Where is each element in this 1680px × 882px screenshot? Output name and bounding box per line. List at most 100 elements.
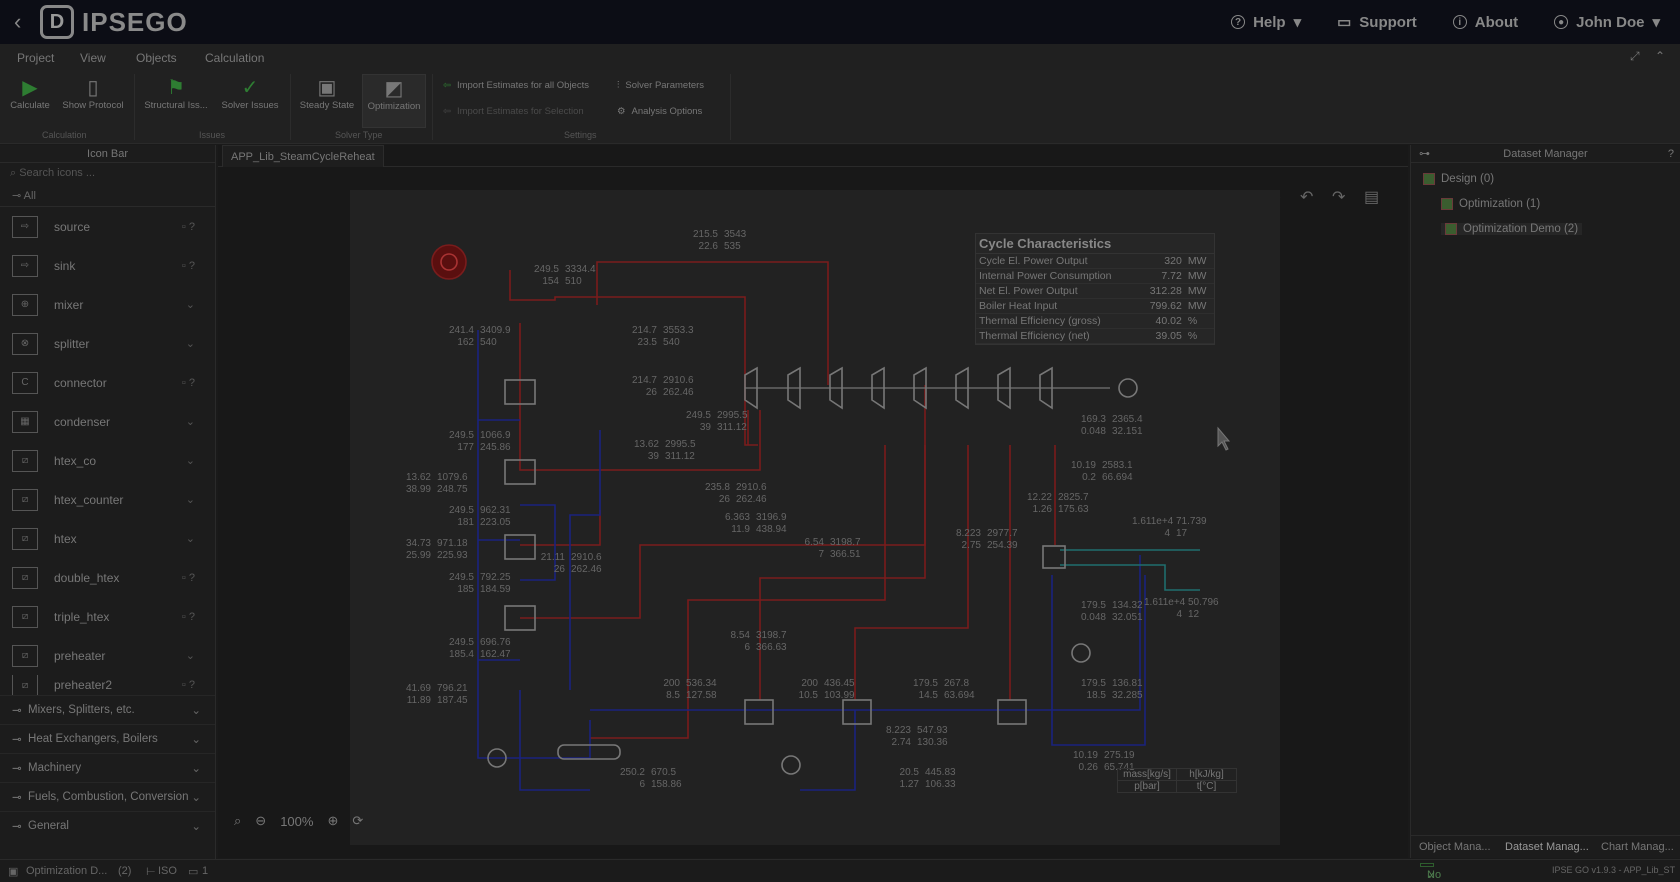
undo-icon[interactable]: ↶ — [1300, 189, 1314, 206]
stream-value: 962.31 — [480, 505, 511, 516]
zoom-in-icon[interactable]: ⊕ — [327, 813, 339, 828]
zoom-out-icon[interactable]: ⊖ — [255, 813, 267, 828]
user-icon: ● — [1554, 15, 1569, 29]
settings-icon[interactable]: ⊶ — [1419, 148, 1430, 160]
help-icon[interactable]: ▫ ? — [181, 610, 195, 623]
category-general[interactable]: ⊸ General⌄ — [0, 811, 215, 840]
status-project[interactable]: Optimization D... — [26, 865, 108, 877]
icon-item-source[interactable]: ⇨source▫ ? — [0, 207, 215, 246]
help-menu[interactable]: ?Help▾ — [1231, 13, 1301, 31]
category-machinery[interactable]: ⊸ Machinery⌄ — [0, 753, 215, 782]
chevron-down-icon: ⌄ — [191, 763, 201, 775]
icon-item-sink[interactable]: ⇨sink▫ ? — [0, 246, 215, 285]
tab-chart-manager[interactable]: Chart Manag... — [1601, 841, 1674, 853]
icon-item-preheater[interactable]: ⧄preheater⌄ — [0, 636, 215, 675]
icon-item-htex-co[interactable]: ⧄htex_co⌄ — [0, 441, 215, 480]
tree-item-optimization[interactable]: Optimization (1) — [1441, 198, 1540, 210]
chevron-down-icon[interactable]: ⌄ — [185, 494, 195, 506]
stream-value: 2.74 — [891, 737, 911, 748]
menu-objects[interactable]: Objects — [136, 51, 177, 65]
structural-issues-button[interactable]: ⚑Structural Iss... — [142, 74, 210, 128]
about-label: About — [1474, 13, 1519, 31]
pump-motor-icon — [781, 755, 801, 775]
analysis-options-label: Analysis Options — [631, 106, 703, 117]
zoom-reset-icon[interactable]: ⟳ — [352, 813, 364, 828]
chevron-down-icon[interactable]: ⌄ — [185, 455, 195, 467]
tree-item-design[interactable]: Design (0) — [1423, 173, 1494, 185]
steady-state-button[interactable]: ▣Steady State — [296, 74, 358, 128]
category-fuels[interactable]: ⊸ Fuels, Combustion, Conversion⌄ — [0, 782, 215, 811]
tab-object-manager[interactable]: Object Mana... — [1419, 841, 1491, 853]
user-menu[interactable]: ●John Doe▾ — [1554, 13, 1660, 31]
ribbon-divider — [290, 74, 291, 140]
chevron-down-icon[interactable]: ⌄ — [185, 416, 195, 428]
tab-dataset-manager[interactable]: Dataset Manag... — [1505, 841, 1589, 853]
feedwater-line — [477, 330, 591, 759]
help-icon[interactable]: ? — [1667, 148, 1674, 160]
icon-item-triple-htex[interactable]: ⧄triple_htex▫ ? — [0, 597, 215, 636]
about-link[interactable]: i About — [1452, 13, 1519, 31]
icon-item-mixer[interactable]: ⊕mixer⌄ — [0, 285, 215, 324]
filter-all[interactable]: ⊸ All — [0, 185, 215, 207]
category-heat-exchangers[interactable]: ⊸ Heat Exchangers, Boilers⌄ — [0, 724, 215, 753]
issues-badge[interactable]: ✓ No issues detected — [1420, 863, 1458, 882]
icon-item-label: splitter — [54, 336, 90, 351]
icon-item-condenser[interactable]: ▦condenser⌄ — [0, 402, 215, 441]
check-icon: ✓ — [1427, 870, 1437, 882]
stream-value: 2365.4 — [1112, 414, 1143, 425]
icon-item-splitter[interactable]: ⊗splitter⌄ — [0, 324, 215, 363]
zoom-fit-icon[interactable]: ⌕ — [234, 813, 242, 828]
group-issues: Issues — [199, 130, 226, 140]
solver-issues-button[interactable]: ✓Solver Issues — [218, 74, 282, 128]
stream-value: 223.05 — [480, 517, 511, 528]
icon-item-preheater2[interactable]: ⧄preheater2▫ ? — [0, 675, 215, 695]
fullscreen-icon[interactable]: ⤢ — [1630, 49, 1640, 63]
menu-calculation[interactable]: Calculation — [205, 51, 265, 65]
ribbon-divider — [134, 74, 135, 140]
tab-steam-cycle[interactable]: APP_Lib_SteamCycleReheat — [222, 145, 384, 167]
chevron-down-icon[interactable]: ⌄ — [185, 650, 195, 662]
menu-project[interactable]: Project — [17, 51, 55, 65]
stream-value: 3543 — [724, 229, 747, 240]
icon-item-double-htex[interactable]: ⧄double_htex▫ ? — [0, 558, 215, 597]
calculate-button[interactable]: ▶Calculate — [8, 74, 52, 128]
chevron-down-icon[interactable]: ⌄ — [185, 299, 195, 311]
category-mixers[interactable]: ⊸ Mixers, Splitters, etc.⌄ — [0, 695, 215, 724]
collapse-icon[interactable]: ⌃ — [1655, 49, 1666, 63]
heat-exchanger — [997, 699, 1027, 725]
icon-search[interactable]: ⌕ Search icons ... — [0, 163, 215, 185]
chevron-down-icon[interactable]: ⌄ — [185, 533, 195, 545]
icon-item-htex-counter[interactable]: ⧄htex_counter⌄ — [0, 480, 215, 519]
help-icon[interactable]: ▫ ? — [181, 220, 195, 233]
import-estimates-all-button[interactable]: ⇦Import Estimates for all Objects — [443, 80, 589, 91]
info-icon: i — [1452, 15, 1467, 29]
import-estimates-selection-button[interactable]: ⇦Import Estimates for Selection — [443, 106, 584, 117]
stream-value: 154 — [542, 276, 559, 287]
help-icon[interactable]: ▫ ? — [181, 679, 195, 691]
icon-item-htex[interactable]: ⧄htex⌄ — [0, 519, 215, 558]
cycle-unit: MW — [1184, 254, 1214, 269]
stream-value: 162 — [457, 337, 474, 348]
tree-item-optimization-demo[interactable]: Optimization Demo (2) — [1441, 223, 1583, 235]
chevron-down-icon[interactable]: ⌄ — [185, 338, 195, 350]
cycle-unit: MW — [1184, 268, 1214, 284]
menu-view[interactable]: View — [80, 51, 106, 65]
category-label: Machinery — [28, 762, 82, 774]
save-icon[interactable]: ▤ — [1364, 189, 1380, 206]
analysis-options-button[interactable]: ⚙Analysis Options — [617, 106, 702, 117]
import-icon: ⇦ — [443, 80, 451, 91]
help-icon[interactable]: ▫ ? — [181, 571, 195, 584]
support-link[interactable]: ▭Support — [1337, 13, 1417, 32]
solver-parameters-button[interactable]: ⫶Solver Parameters — [617, 80, 704, 91]
stream-value: 177 — [457, 442, 474, 453]
redo-icon[interactable]: ↷ — [1332, 189, 1346, 206]
help-icon[interactable]: ▫ ? — [181, 259, 195, 272]
optimization-button[interactable]: ◩Optimization — [362, 74, 426, 128]
show-protocol-button[interactable]: ▯Show Protocol — [60, 74, 126, 128]
stream-value: 311.12 — [665, 451, 695, 462]
stream-value: 26 — [645, 387, 657, 398]
back-arrow-icon[interactable]: ‹ — [14, 9, 22, 34]
help-icon[interactable]: ▫ ? — [181, 376, 195, 389]
